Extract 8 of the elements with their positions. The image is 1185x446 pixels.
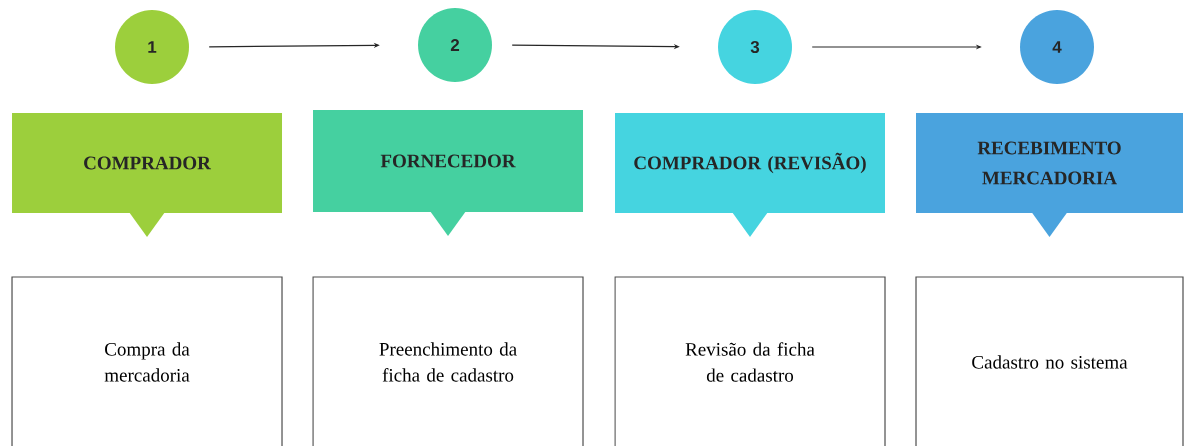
callout-box: RECEBIMENTO MERCADORIA bbox=[916, 113, 1183, 237]
text-box: Compra da mercadoria bbox=[11, 276, 283, 446]
callout-box: COMPRADOR bbox=[12, 113, 282, 237]
text-box: Cadastro no sistema bbox=[915, 276, 1184, 446]
text-box: Preenchimento da ficha de cadastro bbox=[312, 276, 584, 446]
callout-box: FORNECEDOR bbox=[313, 110, 583, 236]
text-box: Revisão da ficha de cadastro bbox=[614, 276, 886, 446]
callout-box: COMPRADOR (REVISÃO) bbox=[615, 113, 885, 237]
